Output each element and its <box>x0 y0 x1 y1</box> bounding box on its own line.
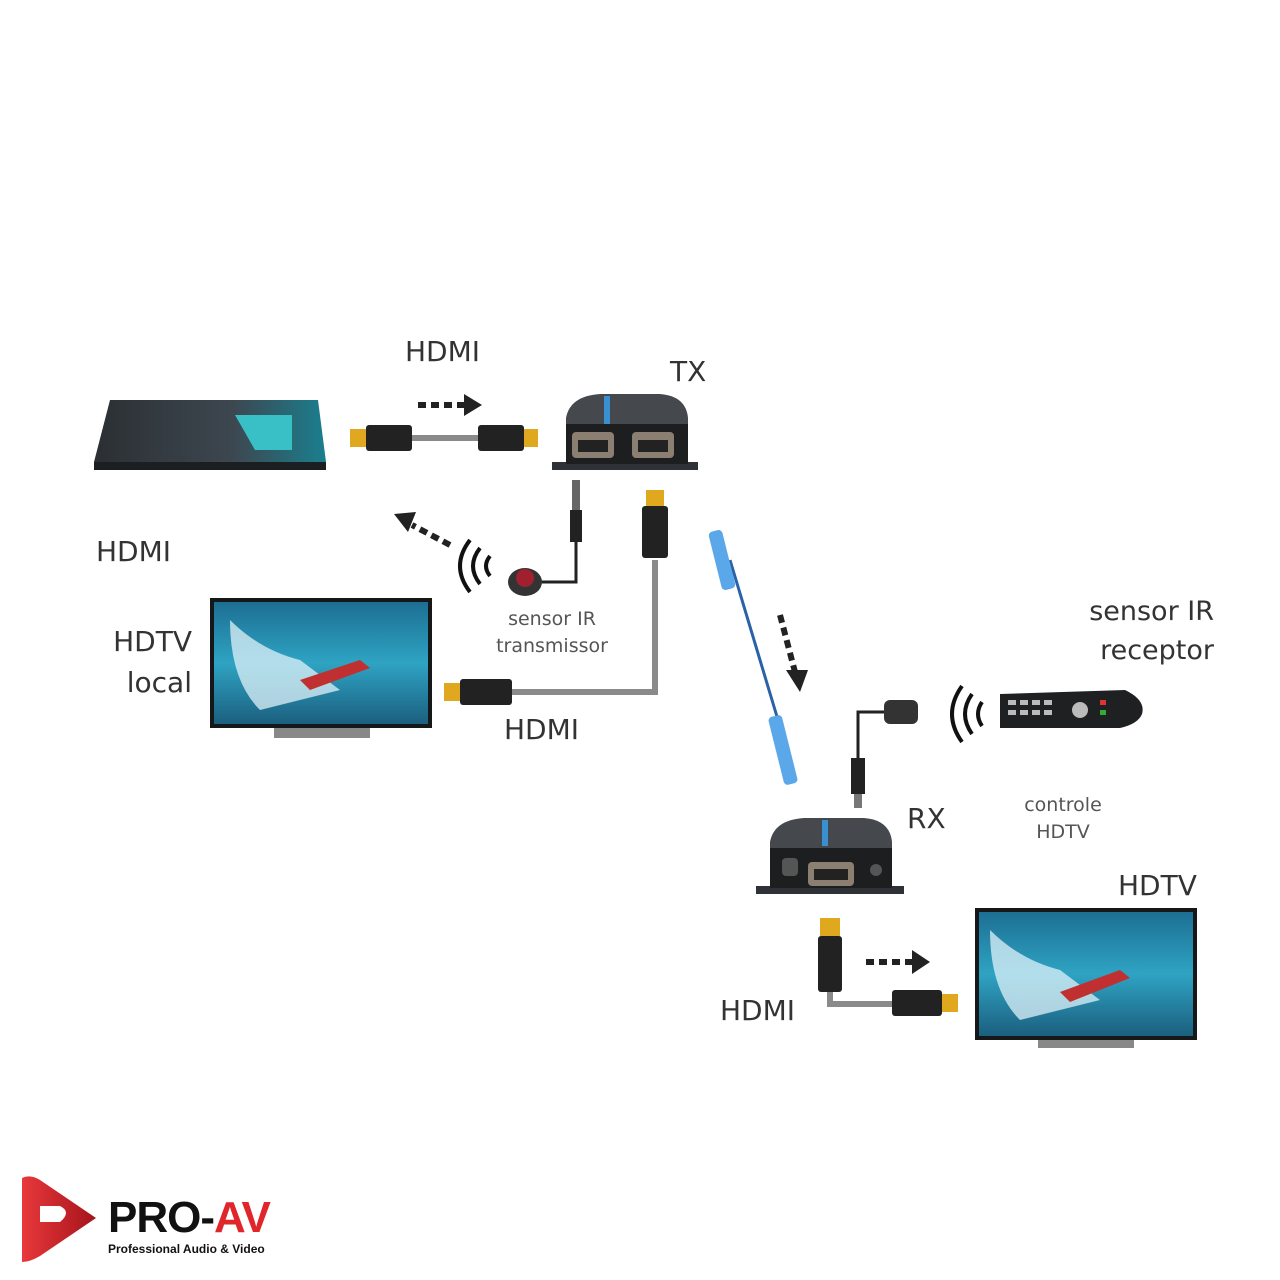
arrow-up-left-icon <box>394 512 452 548</box>
bluray-player-icon <box>94 400 326 470</box>
hdtv-local-line1: HDTV <box>113 625 192 658</box>
arrow-right-bottom-icon <box>866 950 930 974</box>
pro-av-logo-icon <box>22 1176 96 1262</box>
arrow-right-icon <box>418 394 482 416</box>
sensor-rx-line2: receptor <box>1100 635 1214 667</box>
ethernet-cable-icon <box>708 530 798 785</box>
logo-tagline: Professional Audio & Video <box>108 1242 265 1256</box>
ir-sensor-transmitter-icon <box>508 480 582 596</box>
logo-brand-accent: AV <box>214 1193 271 1242</box>
hdtv-local-label: HDTV local <box>100 622 192 703</box>
ir-sensor-receiver-icon <box>851 700 918 808</box>
ir-waves-icon <box>458 538 492 594</box>
logo-brand: PRO-AV <box>108 1193 271 1242</box>
sensor-rx-line1: sensor IR <box>1089 596 1214 627</box>
hdmi-cable-local-tv-icon <box>444 490 668 705</box>
hdtv-remote-icon <box>975 908 1197 1048</box>
tx-label: TX <box>670 355 707 388</box>
rx-extender-icon <box>756 818 904 894</box>
hdmi-label-left: HDMI <box>96 535 172 568</box>
remote-control-icon <box>1000 690 1143 728</box>
controle-line1: controle <box>1024 794 1102 816</box>
tx-extender-icon <box>552 394 698 470</box>
hdtv-local-line2: local <box>126 665 192 699</box>
ir-waves-rx-icon <box>950 684 984 744</box>
hdmi-label-bottom: HDMI <box>720 994 796 1027</box>
controle-hdtv-label: controle HDTV <box>1015 792 1111 845</box>
arrow-down-icon <box>777 614 808 692</box>
sensor-ir-transmitter-label: sensor IR transmissor <box>490 606 614 659</box>
sensor-tx-line1: sensor IR <box>508 608 596 630</box>
sensor-tx-line2: transmissor <box>496 634 608 657</box>
hdmi-label-mid: HDMI <box>504 713 580 746</box>
hdmi-label-top: HDMI <box>405 335 481 368</box>
sensor-ir-receiver-label: sensor IR receptor <box>1060 592 1214 670</box>
rx-label: RX <box>907 802 946 835</box>
pro-av-logo: PRO-AV Professional Audio & Video <box>108 1193 271 1257</box>
hdmi-cable-top-icon <box>350 425 538 451</box>
hdtv-label-right: HDTV <box>1118 869 1197 902</box>
hdmi-cable-remote-tv-icon <box>818 918 958 1016</box>
controle-line2: HDTV <box>1036 820 1090 843</box>
logo-brand-main: PRO- <box>108 1193 215 1242</box>
hdtv-local-icon <box>210 598 432 738</box>
